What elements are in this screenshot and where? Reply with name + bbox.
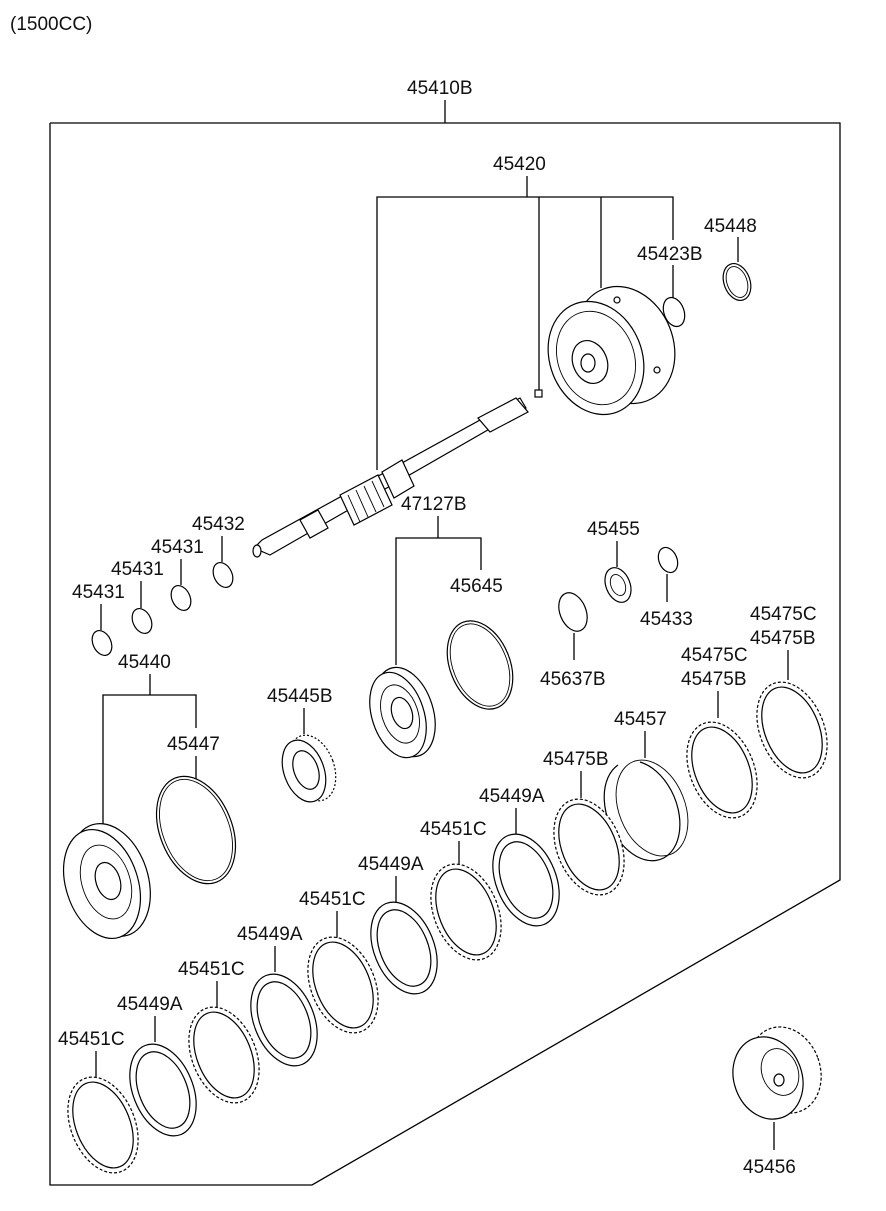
label-45475b-b: 45475B bbox=[681, 669, 747, 690]
label-45433: 45433 bbox=[640, 609, 693, 630]
assembly-boundary bbox=[49, 122, 841, 1186]
snap-ring-45448 bbox=[722, 263, 752, 301]
seal-ring-45431-c bbox=[91, 630, 113, 656]
planetary-drum bbox=[547, 285, 676, 416]
one-way-clutch-45445b bbox=[281, 734, 337, 803]
label-45449a-c: 45449A bbox=[237, 924, 303, 945]
label-45645: 45645 bbox=[450, 576, 503, 597]
label-45637b: 45637B bbox=[540, 669, 606, 690]
seal-45447 bbox=[155, 775, 237, 885]
label-45475c-b: 45475C bbox=[681, 645, 748, 666]
label-45449a-d: 45449A bbox=[117, 994, 183, 1015]
thrust-washer-45455 bbox=[604, 567, 632, 603]
ring-45423b bbox=[662, 296, 686, 328]
bracket-45420 bbox=[376, 196, 674, 470]
label-45447: 45447 bbox=[167, 734, 220, 755]
assembly-label: 45410B bbox=[407, 78, 473, 99]
output-shaft bbox=[252, 397, 529, 558]
label-45448: 45448 bbox=[704, 216, 757, 237]
piston-47127b bbox=[369, 666, 436, 759]
label-45431-c: 45431 bbox=[72, 582, 125, 603]
seal-45645 bbox=[446, 620, 514, 710]
label-45440: 45440 bbox=[118, 652, 171, 673]
piston-45440 bbox=[63, 823, 151, 940]
seal-ring-45431-a bbox=[170, 585, 192, 611]
seal-ring-45432 bbox=[212, 562, 234, 588]
label-45475c-a: 45475C bbox=[750, 604, 817, 625]
snap-ring-45637b bbox=[558, 592, 588, 632]
label-45475b-c: 45475B bbox=[543, 749, 609, 770]
label-45423b: 45423B bbox=[637, 244, 703, 265]
shaft-pin bbox=[534, 389, 543, 398]
label-45451c-b: 45451C bbox=[299, 889, 366, 910]
label-45432: 45432 bbox=[192, 514, 245, 535]
snap-ring-45457 bbox=[603, 761, 681, 862]
label-45420: 45420 bbox=[493, 154, 546, 175]
label-45457: 45457 bbox=[614, 709, 667, 730]
label-47127b: 47127B bbox=[401, 494, 467, 515]
label-45455: 45455 bbox=[587, 519, 640, 540]
seal-ring-45431-b bbox=[131, 608, 153, 634]
label-45431-b: 45431 bbox=[111, 559, 164, 580]
label-45456: 45456 bbox=[743, 1157, 796, 1178]
snap-ring-45433 bbox=[657, 546, 679, 574]
label-45431-a: 45431 bbox=[151, 537, 204, 558]
gear-hub-45456 bbox=[732, 1026, 822, 1120]
label-45445b: 45445B bbox=[267, 686, 333, 707]
label-45451c-a: 45451C bbox=[420, 819, 487, 840]
label-45449a-a: 45449A bbox=[479, 786, 545, 807]
label-45449a-b: 45449A bbox=[358, 854, 424, 875]
variant-label: (1500CC) bbox=[10, 14, 92, 35]
label-45475b-a: 45475B bbox=[750, 628, 816, 649]
label-45451c-c: 45451C bbox=[178, 959, 245, 980]
label-45451c-d: 45451C bbox=[58, 1029, 125, 1050]
